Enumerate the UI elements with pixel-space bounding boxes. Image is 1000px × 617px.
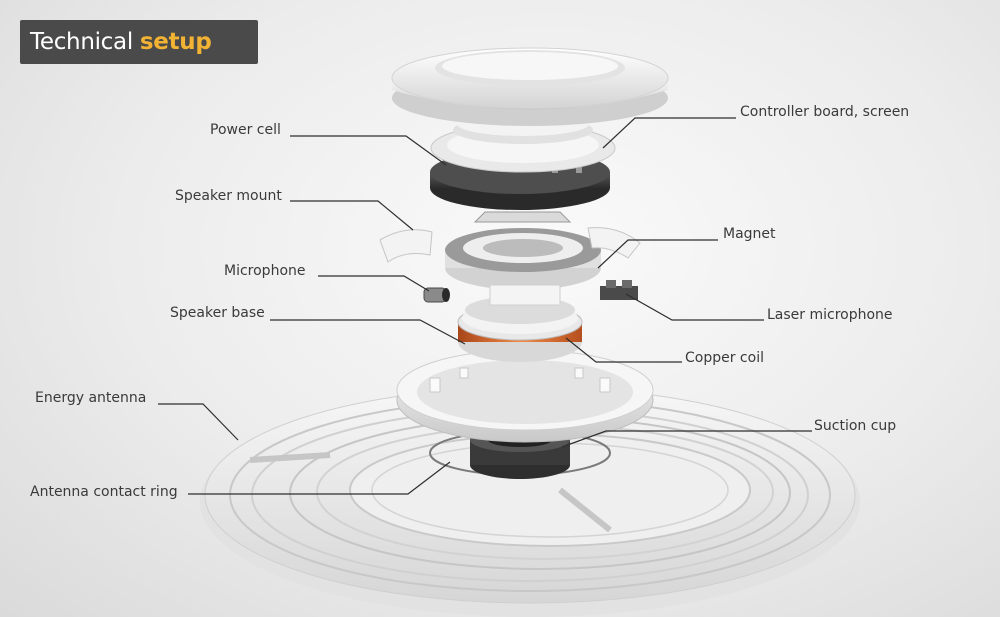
- leader-speaker-base: [270, 319, 466, 345]
- leader-suction-cup: [561, 430, 812, 448]
- label-laser-microphone: Laser microphone: [767, 307, 893, 323]
- leader-microphone: [318, 275, 430, 292]
- top-cap-part: [391, 47, 669, 126]
- label-speaker-base: Speaker base: [170, 305, 265, 321]
- laser-microphone-part: [600, 280, 638, 300]
- leader-laser-microphone: [625, 293, 764, 321]
- label-microphone: Microphone: [224, 263, 306, 279]
- microphone-part: [423, 287, 450, 303]
- leader-antenna-contact-ring: [188, 461, 451, 495]
- speaker-base-housing-part: [396, 349, 654, 443]
- copper-coil-part: [457, 296, 583, 362]
- label-energy-antenna: Energy antenna: [35, 390, 147, 406]
- title-part-1: Technical: [30, 29, 133, 55]
- label-suction-cup: Suction cup: [814, 418, 897, 434]
- label-antenna-contact-ring: Antenna contact ring: [30, 484, 178, 500]
- label-magnet: Magnet: [723, 226, 776, 242]
- leader-lines: [158, 117, 812, 495]
- leader-magnet: [597, 239, 718, 269]
- leader-copper-coil: [565, 337, 682, 363]
- label-controller-board: Controller board, screen: [740, 104, 910, 120]
- leader-energy-antenna: [158, 403, 239, 441]
- label-copper-coil: Copper coil: [685, 350, 764, 366]
- magnet-part: [445, 228, 601, 306]
- title-banner: Technical setup: [20, 20, 258, 64]
- leader-controller-board: [602, 117, 736, 149]
- title-part-2: setup: [139, 29, 212, 55]
- leader-speaker-mount: [290, 200, 414, 231]
- leader-power-cell: [290, 135, 447, 166]
- label-power-cell: Power cell: [210, 122, 281, 138]
- speaker-mount-part: [379, 211, 641, 263]
- label-speaker-mount: Speaker mount: [175, 188, 282, 204]
